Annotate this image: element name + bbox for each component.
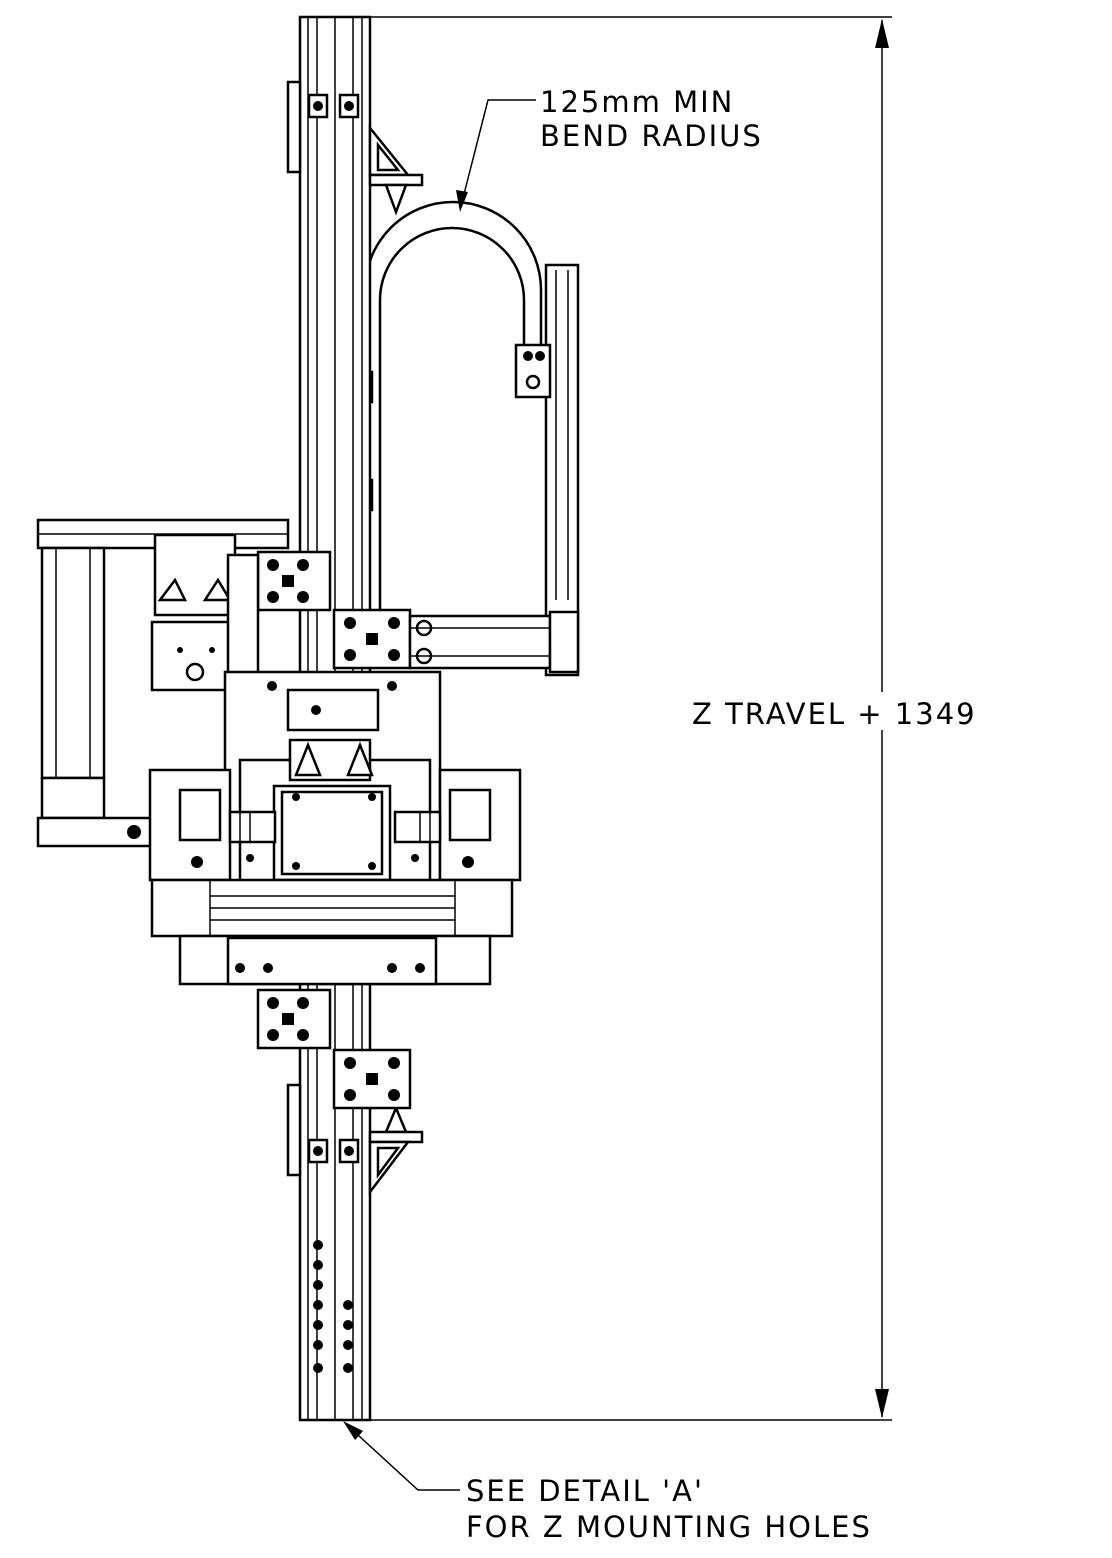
limit-sensor-bottom [286, 1083, 302, 1177]
arrowhead-up-icon [875, 19, 889, 48]
bend-radius-label-line1: 125mm MIN [540, 85, 734, 119]
clamp-block-lower-left [256, 988, 332, 1050]
cable-carrier-outer [363, 200, 543, 620]
motor-body [40, 546, 106, 780]
bottom-end-stop-bracket [368, 1104, 424, 1196]
detail-arrowhead-icon [343, 1421, 363, 1440]
clamp-block-upper-left [256, 550, 332, 612]
bend-radius-callout: 125mm MIN BEND RADIUS [456, 85, 763, 212]
limit-sensor-top [286, 80, 302, 174]
mount-block [286, 688, 380, 732]
gearbox [153, 533, 237, 617]
z-travel-label: Z TRAVEL + 1349 [692, 697, 977, 731]
motor-assembly [36, 518, 290, 848]
bumper-icon [384, 1104, 408, 1134]
y-axis-rail [150, 878, 514, 986]
z-mounting-holes [313, 1240, 353, 1373]
cable-carrier-inner [378, 226, 526, 620]
bend-radius-leader [461, 99, 536, 203]
clamp-block-lower-right [332, 1048, 412, 1110]
see-detail-label-line1: SEE DETAIL 'A' [466, 1474, 704, 1508]
z-travel-dimension: Z TRAVEL + 1349 [370, 16, 977, 1421]
see-detail-leader [346, 1424, 460, 1491]
see-detail-callout: SEE DETAIL 'A' FOR Z MOUNTING HOLES [343, 1421, 872, 1544]
clamp-block-upper-right [332, 608, 412, 670]
cable-carrier [360, 200, 580, 677]
bend-radius-label-line2: BEND RADIUS [540, 119, 763, 153]
leader-arrowhead-icon [456, 190, 468, 212]
bumper-icon [346, 741, 374, 777]
bumper-icon [294, 741, 322, 777]
carriage-bottom-plate [226, 936, 438, 986]
horizontal-arm [408, 610, 580, 674]
see-detail-label-line2: FOR Z MOUNTING HOLES [466, 1510, 872, 1544]
top-end-stop-bracket [368, 124, 424, 216]
bumper-icon [384, 183, 408, 216]
cable-carrier-support-rail [544, 263, 580, 677]
roller-assembly-right [393, 768, 522, 882]
arrowhead-down-icon [875, 1389, 889, 1418]
